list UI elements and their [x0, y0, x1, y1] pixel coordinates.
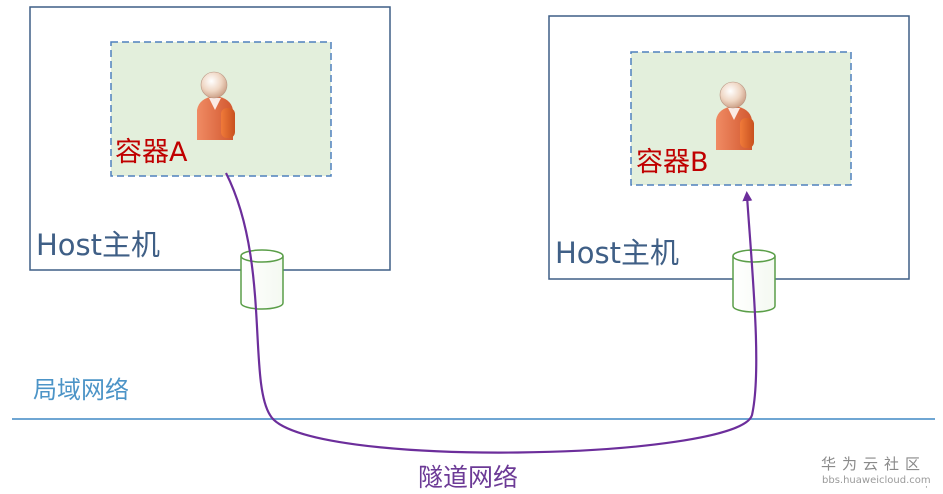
tunnel-label: 隧道网络	[418, 463, 519, 492]
person-icon	[197, 71, 235, 140]
host-b-label: Host主机	[555, 236, 680, 270]
container-a-label: 容器A	[115, 137, 188, 168]
tunnel-path	[225, 172, 758, 454]
watermark-url: bbs.huaweicloud.com	[822, 475, 931, 486]
watermark-title: 华为云社区	[821, 455, 927, 473]
lan-label: 局域网络	[33, 376, 129, 404]
container-b-label: 容器B	[636, 147, 709, 178]
tunnel-port-icon	[240, 249, 284, 310]
host-a-label: Host主机	[36, 228, 161, 262]
person-icon	[716, 81, 754, 150]
corner-mark: ·	[925, 483, 928, 493]
